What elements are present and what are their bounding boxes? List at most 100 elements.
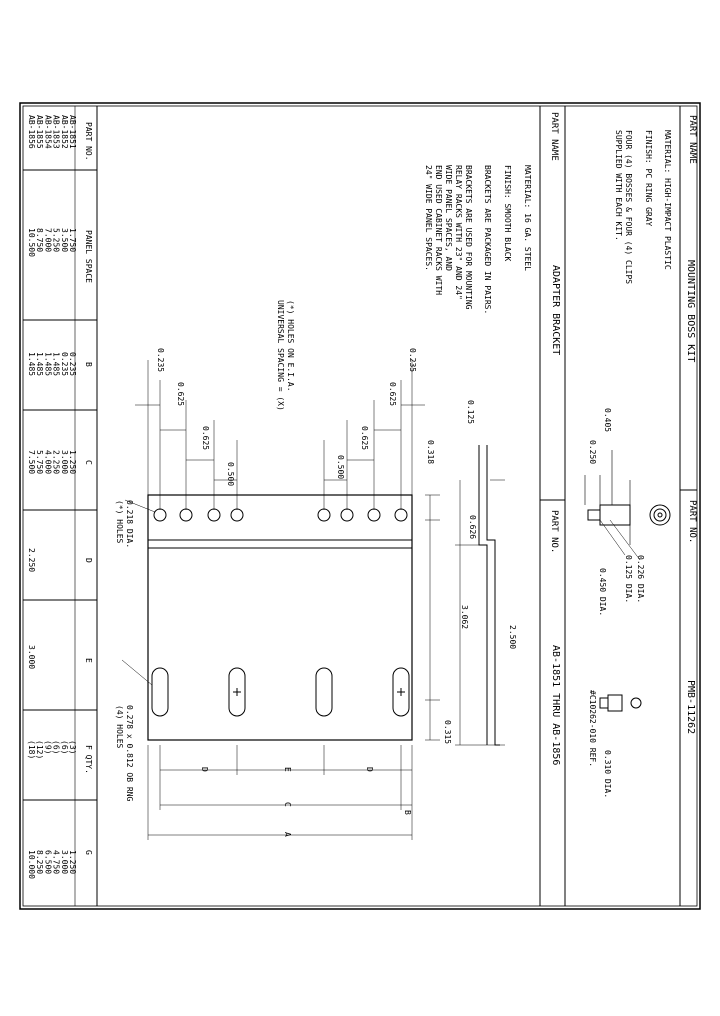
dim-0235-left: 0.235 [156, 348, 165, 372]
table-cell: AB-1853 [52, 115, 61, 149]
bracket-note-6: WIDE PANEL SPACES, AND [444, 165, 453, 271]
bracket-part-no-value: AB-1851 THRU AB-1856 [550, 645, 561, 765]
svg-text:0.625: 0.625 [201, 426, 210, 450]
table-cell: AB-1852 [60, 115, 69, 149]
svg-text:24" WIDE PANEL SPACES.: 24" WIDE PANEL SPACES. [424, 165, 433, 271]
svg-text:0.626: 0.626 [468, 515, 477, 539]
table-cell: 1.485 [52, 352, 61, 376]
table-cell-text: AB-1854 [43, 115, 52, 149]
svg-text:PANEL SPACE: PANEL SPACE [84, 230, 93, 283]
table-cell-text: (9) [43, 740, 52, 754]
table-cell: 8.250 [35, 850, 44, 874]
bracket-plate [147, 494, 413, 741]
table-cell-text: 3.000 [60, 850, 69, 874]
svg-text:B: B [84, 362, 93, 367]
table-cell-text: 0.235 [60, 352, 69, 376]
dim-0315: 0.315 [443, 720, 452, 744]
table-cell: 0.235 [68, 352, 77, 376]
svg-text:(*) HOLES: (*) HOLES [115, 500, 124, 544]
svg-text:0.235: 0.235 [156, 348, 165, 372]
svg-text:F QTY.: F QTY. [84, 745, 93, 774]
table-cell: AB-1854 [43, 115, 52, 149]
table-cell-text: 1.485 [35, 352, 44, 376]
title-part-no-value: PMB-11262 [685, 680, 696, 734]
svg-text:(4) HOLES: (4) HOLES [115, 705, 124, 749]
table-cell-text: 3.000 [27, 645, 36, 669]
table-cell-text: 1.250 [68, 850, 77, 874]
table-header-e: E [84, 658, 93, 663]
table-cell-text: 0.235 [68, 352, 77, 376]
table-cell: (9) [43, 740, 52, 754]
table-cell-text: 4.750 [52, 850, 61, 874]
boss-note-4: SUPPLIED WITH EACH KIT. [614, 130, 623, 241]
svg-text:0.125: 0.125 [466, 400, 475, 424]
table-cell: 1.485 [35, 352, 44, 376]
svg-text:WIDE PANEL SPACES, AND: WIDE PANEL SPACES, AND [444, 165, 453, 271]
table-cell: AB-1855 [35, 115, 44, 149]
svg-text:MOUNTING BOSS KIT: MOUNTING BOSS KIT [685, 260, 696, 362]
table-cell: 7.000 [43, 228, 52, 252]
table-cell: 4.000 [43, 450, 52, 474]
svg-text:MATERIAL: HIGH-IMPACT PLASTIC: MATERIAL: HIGH-IMPACT PLASTIC [663, 130, 672, 270]
table-cell-text: 7.000 [43, 228, 52, 252]
holes-note-2: UNIVERSAL SPACING = (X) [276, 300, 285, 411]
bracket-part-no-label: PART NO. [549, 510, 559, 553]
boss-dim-d1: 0.405 [603, 408, 612, 432]
table-cell-text: 3.500 [60, 228, 69, 252]
svg-text:0.500: 0.500 [226, 462, 235, 486]
svg-text:SUPPLIED WITH EACH KIT.: SUPPLIED WITH EACH KIT. [614, 130, 623, 241]
svg-text:#C10262-010 REF.: #C10262-010 REF. [588, 690, 597, 767]
svg-text:FINISH: SMOOTH BLACK: FINISH: SMOOTH BLACK [503, 165, 512, 262]
svg-text:RELAY RACKS WITH 23" AND 24": RELAY RACKS WITH 23" AND 24" [454, 165, 463, 300]
table-cell: 10.000 [27, 850, 36, 879]
table-cell-text: 1.750 [68, 228, 77, 252]
table-rows: AB-1851 1.750 0.235 1.250 (3) 1.250 AB-1852 3.5… [27, 115, 77, 879]
bracket-note-2: FINISH: SMOOTH BLACK [503, 165, 512, 262]
table-header-panel-space: PANEL SPACE [84, 230, 93, 283]
table-cell-text: 5.750 [35, 450, 44, 474]
table-cell-text: AB-1851 [68, 115, 77, 149]
table-cell-text: 2.250 [27, 548, 36, 572]
table-cell: 3.000 [60, 850, 69, 874]
svg-text:E: E [283, 767, 292, 772]
table-cell-text: 10.000 [27, 850, 36, 879]
svg-text:E: E [84, 658, 93, 663]
svg-text:B: B [403, 810, 412, 815]
svg-text:0.125 DIA.: 0.125 DIA. [624, 555, 633, 603]
table-cell-text: (6) [60, 740, 69, 754]
svg-text:0.318: 0.318 [426, 440, 435, 464]
table-cell: 1.485 [27, 352, 36, 376]
holes-dia: 0.218 DIA. [125, 500, 134, 548]
table-cell: 5.750 [35, 450, 44, 474]
table-cell-text: 1.250 [68, 450, 77, 474]
table-cell-text: AB-1853 [52, 115, 61, 149]
boss-dim-d3: 0.226 DIA. [636, 555, 645, 603]
table-cell: (3) [68, 740, 77, 754]
svg-text:0.310 DIA.: 0.310 DIA. [603, 750, 612, 798]
boss-note-1: MATERIAL: HIGH-IMPACT PLASTIC [663, 130, 672, 270]
svg-text:0.218 DIA.: 0.218 DIA. [125, 500, 134, 548]
dim-0500-b: 0.500 [336, 455, 345, 479]
table-cell-text: 2.250 [52, 450, 61, 474]
table-cell: 0.235 [60, 352, 69, 376]
table-cell: 5.250 [52, 228, 61, 252]
bracket-note-7: END USED CABINET RACKS WITH [434, 165, 443, 295]
svg-text:0.405: 0.405 [603, 408, 612, 432]
dim-0625-c: 0.625 [201, 426, 210, 450]
letter-d: D [200, 767, 209, 772]
svg-text:G: G [84, 850, 93, 855]
boss-clip-ref: #C10262-010 REF. [588, 690, 597, 767]
table-cell-text: 10.500 [27, 228, 36, 257]
table-cell: (6) [60, 740, 69, 754]
table-cell-text: (12) [35, 740, 44, 759]
dim-0625-b: 0.625 [388, 382, 397, 406]
table-cell-text: AB-1855 [35, 115, 44, 149]
table-header-d: D [84, 558, 93, 563]
svg-text:D: D [84, 558, 93, 563]
svg-text:PART NAME: PART NAME [687, 115, 697, 164]
svg-text:0.278 x 0.812 OB RNG: 0.278 x 0.812 OB RNG [125, 705, 134, 802]
table-cell-text: 7.500 [27, 450, 36, 474]
table-cell-text: 1.485 [52, 352, 61, 376]
svg-text:PART NO.: PART NO. [549, 510, 559, 553]
